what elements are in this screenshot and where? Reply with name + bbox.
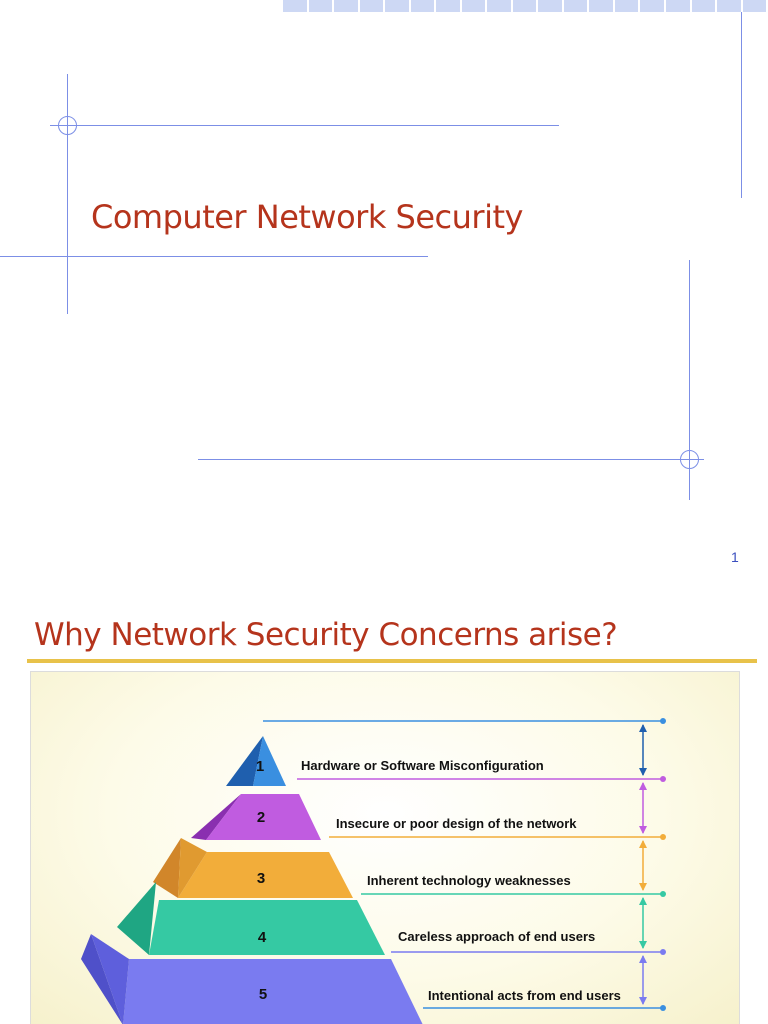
pyramid-level-2-label: Insecure or poor design of the network (336, 816, 577, 831)
pyramid-level-3-label: Inherent technology weaknesses (367, 873, 571, 888)
decorative-line (50, 125, 559, 126)
pyramid-level-3-side (153, 838, 181, 898)
pyramid-level-4-front (149, 900, 385, 955)
arrow-head (639, 897, 647, 905)
content-slide: Why Network Security Concerns arise? (0, 585, 768, 1024)
guide-dot (660, 834, 666, 840)
decorative-line (0, 256, 428, 257)
slide-title: Computer Network Security (91, 198, 523, 236)
pyramid-level-5-label: Intentional acts from end users (428, 988, 621, 1003)
pyramid-level-5-side (81, 934, 123, 1024)
pyramid-level-1-label: Hardware or Software Misconfiguration (301, 758, 544, 773)
crosshair-circle-icon (680, 450, 699, 469)
decorative-line (741, 12, 742, 198)
title-slide: Computer Network Security 1 (0, 0, 768, 565)
page-number: 1 (731, 549, 739, 565)
pyramid-level-5-top (91, 934, 129, 1024)
pyramid-level-4-side (117, 882, 156, 955)
pyramid-level-3-top (178, 838, 207, 898)
title-underline (27, 659, 757, 663)
slide-title: Why Network Security Concerns arise? (34, 617, 618, 653)
arrow-head (639, 941, 647, 949)
arrow-head (639, 782, 647, 790)
pyramid-graphic (81, 718, 666, 1024)
pyramid-level-2-number: 2 (256, 809, 266, 826)
pyramid-level-5-front (123, 959, 423, 1024)
pyramid-level-5-number: 5 (258, 986, 268, 1003)
crosshair-circle-icon (58, 116, 77, 135)
security-concerns-pyramid-figure: 1 Hardware or Software Misconfiguration … (30, 671, 740, 1024)
pyramid-level-4-label: Careless approach of end users (398, 929, 596, 944)
arrow-head (639, 768, 647, 776)
pyramid-level-4-number: 4 (257, 929, 267, 946)
arrow-head (639, 826, 647, 834)
arrow-head (639, 997, 647, 1005)
pyramid-level-1-front (253, 736, 286, 786)
guide-dot (660, 949, 666, 955)
guide-dot (660, 891, 666, 897)
decorative-line (67, 74, 68, 314)
guide-dot (660, 718, 666, 724)
pyramid-level-1-number: 1 (255, 758, 265, 775)
arrow-head (639, 883, 647, 891)
pyramid-level-3-front (178, 852, 353, 898)
pyramid-level-2-front (206, 794, 321, 840)
arrow-head (639, 955, 647, 963)
guide-dot (660, 1005, 666, 1011)
guide-dot (660, 776, 666, 782)
pyramid-level-3-number: 3 (256, 870, 266, 887)
decorative-header-bar (283, 0, 768, 12)
pyramid-level-2-side (191, 794, 241, 840)
decorative-line (198, 459, 704, 460)
pyramid-level-1-side (226, 736, 263, 786)
decorative-line (689, 260, 690, 500)
arrow-head (639, 724, 647, 732)
arrow-head (639, 840, 647, 848)
